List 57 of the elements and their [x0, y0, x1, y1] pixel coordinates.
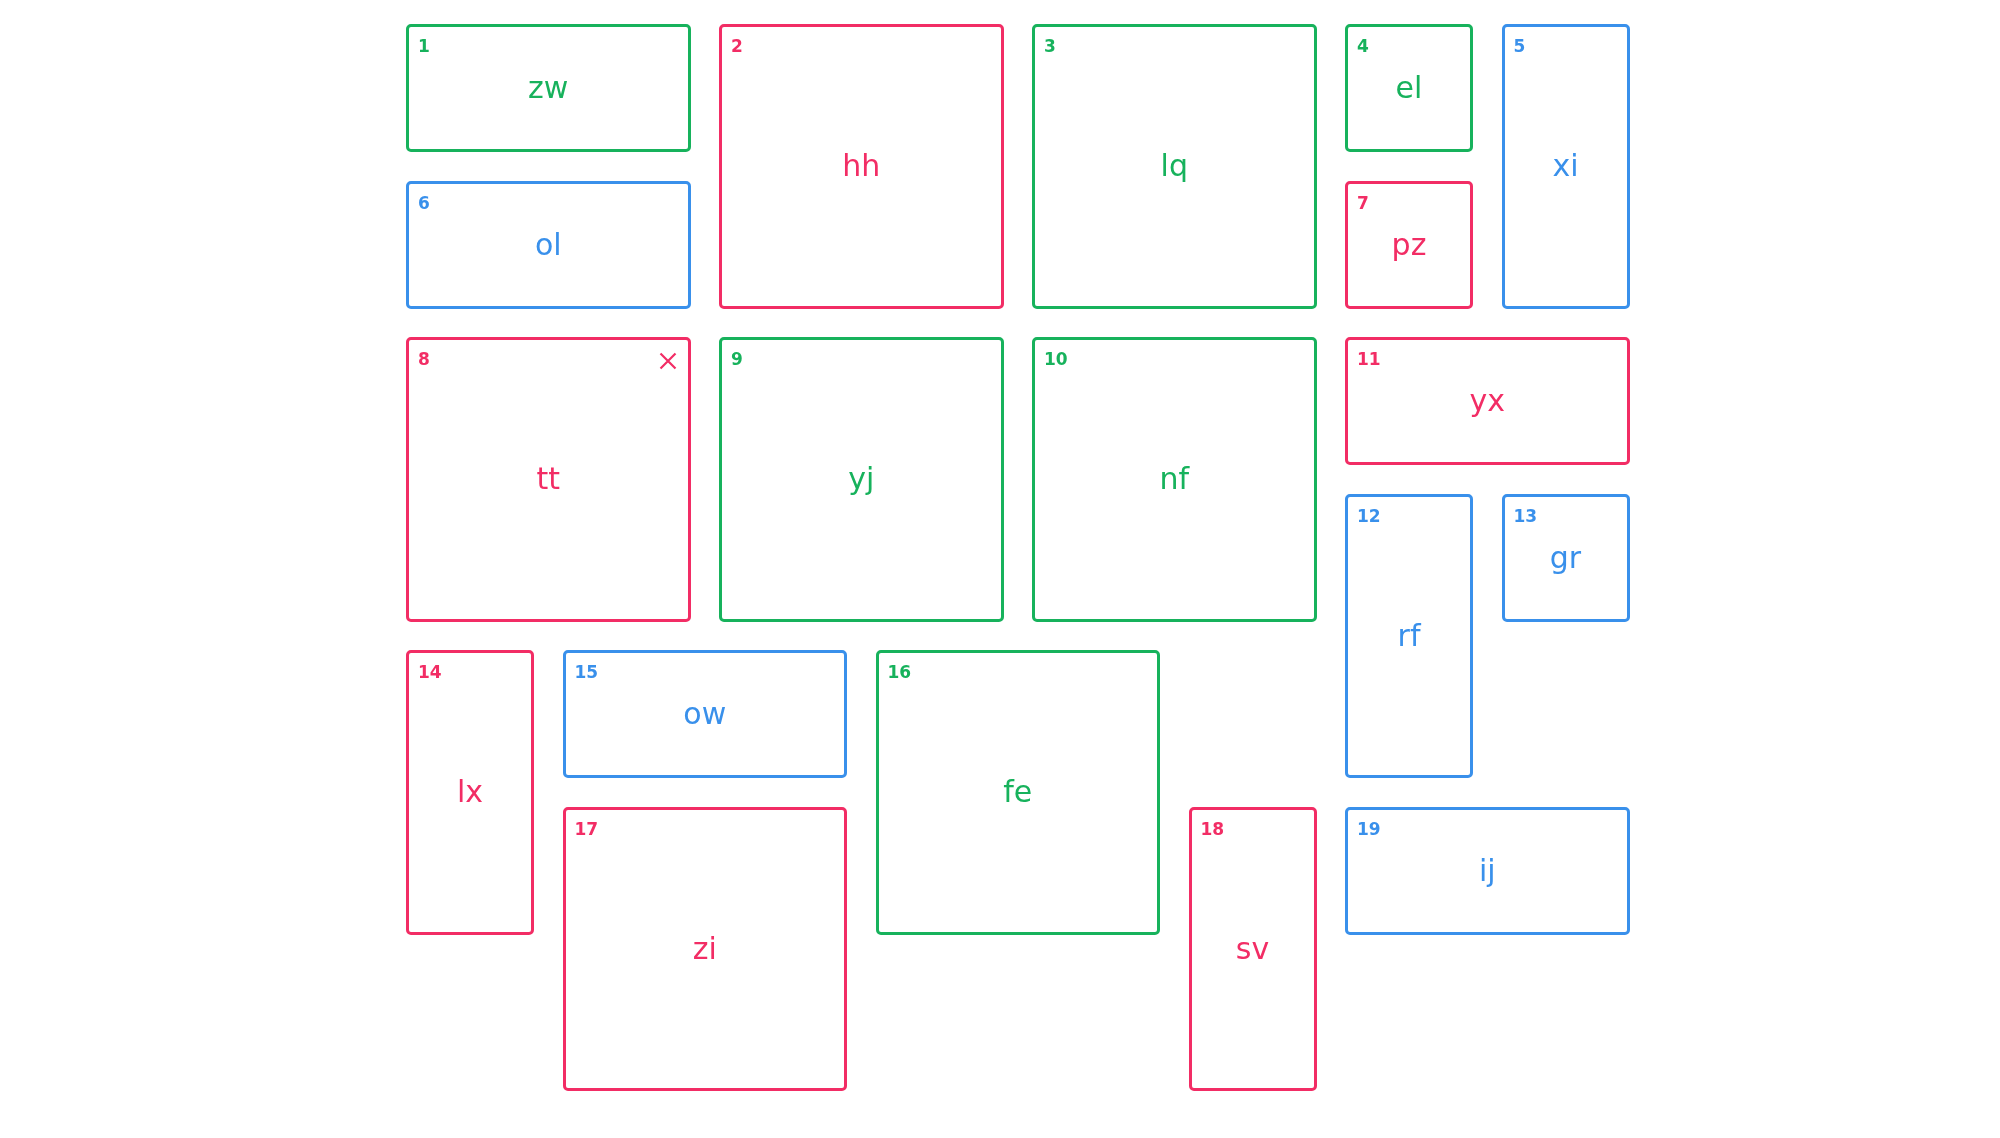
tile-number: 4 — [1357, 35, 1369, 57]
tile-number: 17 — [574, 817, 599, 840]
tile-number: 3 — [1044, 35, 1056, 57]
tile — [1345, 337, 1630, 465]
tile — [719, 24, 1004, 309]
tile-number: 12 — [1357, 504, 1381, 527]
tile — [1345, 806, 1630, 935]
tile-label: lx — [456, 774, 484, 811]
tile — [562, 650, 847, 778]
tile — [719, 337, 1004, 622]
tile — [406, 180, 691, 309]
tile — [1345, 180, 1473, 309]
tile-label: zi — [692, 930, 717, 967]
tile-number: 16 — [887, 661, 912, 683]
tile-number: 8 — [418, 348, 430, 370]
tile-label: sv — [1235, 930, 1270, 967]
tile-label: zw — [528, 70, 569, 106]
tile-label: ow — [683, 696, 727, 732]
tile — [1501, 493, 1630, 622]
tile — [1032, 337, 1317, 622]
tile — [406, 24, 691, 152]
tile-number: 10 — [1044, 348, 1068, 370]
tile-label: fe — [1003, 774, 1033, 811]
tile-label: pz — [1391, 226, 1427, 263]
tile-number: 2 — [731, 35, 743, 57]
tile-label: lq — [1160, 148, 1188, 185]
tile — [406, 650, 534, 935]
tile — [1032, 24, 1317, 309]
tile-number: 9 — [731, 348, 743, 370]
tile-number: 14 — [418, 661, 442, 683]
tile-label: nf — [1159, 461, 1190, 498]
tile — [1501, 24, 1630, 309]
tile — [1345, 24, 1473, 152]
tile-label: hh — [842, 148, 881, 185]
tile-number: 6 — [418, 191, 430, 214]
tile-label: xi — [1552, 148, 1579, 185]
tile-label: yj — [848, 461, 875, 498]
tile-label: yx — [1469, 383, 1505, 419]
tile-label: gr — [1549, 539, 1582, 576]
tile-number: 13 — [1513, 504, 1538, 527]
tile-label: ol — [534, 226, 562, 263]
tile — [562, 806, 847, 1091]
tile — [1188, 806, 1317, 1091]
tile — [406, 337, 691, 622]
tile — [1345, 493, 1473, 778]
tile-number: 5 — [1513, 35, 1526, 57]
tile-number: 19 — [1357, 817, 1381, 840]
tile-number: 1 — [418, 35, 430, 57]
tile-label: rf — [1397, 617, 1421, 654]
tile-number: 18 — [1200, 817, 1225, 840]
tile-number: 7 — [1357, 191, 1369, 214]
tile-number: 15 — [574, 661, 599, 683]
tile-label: el — [1395, 70, 1423, 106]
tile-number: 11 — [1357, 348, 1381, 370]
tile-label: ij — [1478, 852, 1496, 889]
tile-label: tt — [536, 461, 560, 498]
tile — [875, 650, 1160, 935]
